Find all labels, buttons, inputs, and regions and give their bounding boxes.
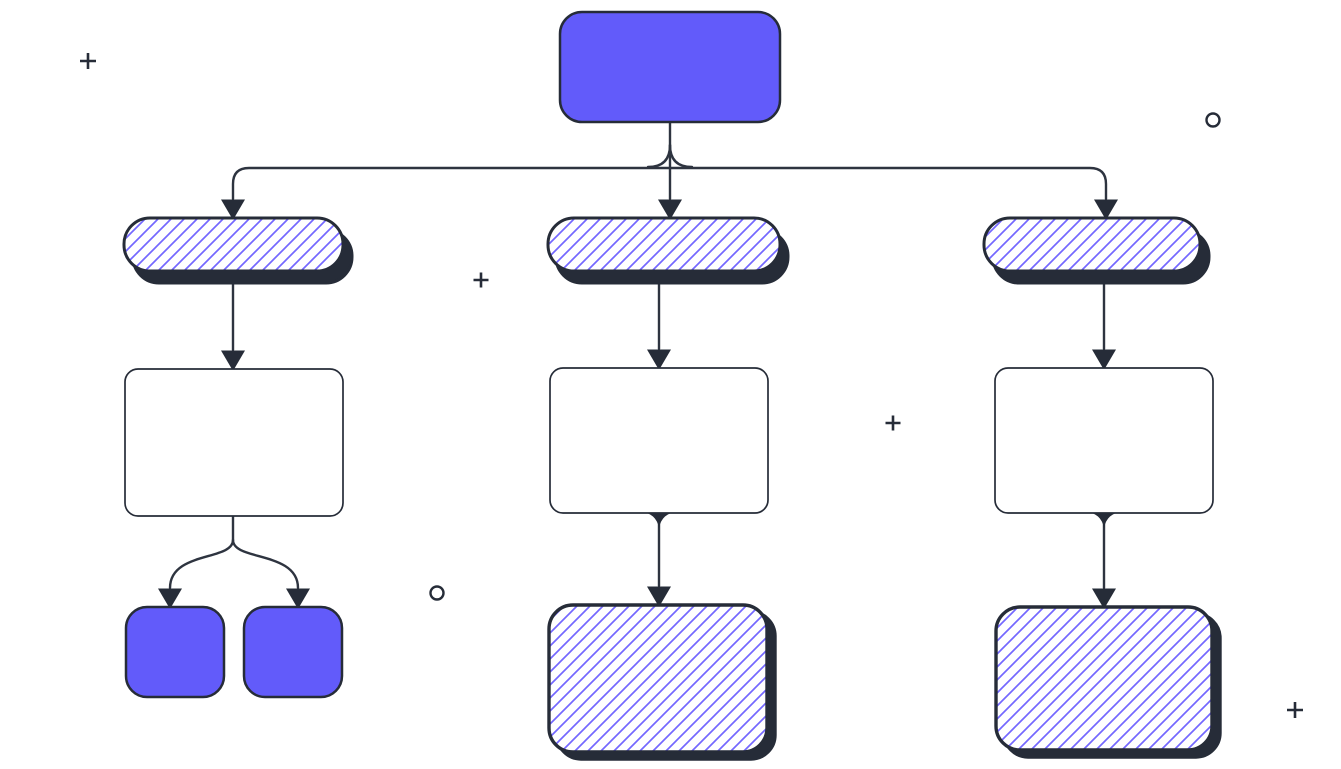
- leaf-square-a-body[interactable]: [124, 605, 226, 699]
- circle-icon: [1205, 112, 1221, 128]
- arrowhead-icon: [1092, 349, 1116, 370]
- stage-pill-right-body[interactable]: [982, 216, 1202, 273]
- stage-pill-center[interactable]: [546, 216, 790, 285]
- stage-pill-right[interactable]: [982, 216, 1211, 285]
- detail-box-center-body[interactable]: [549, 367, 769, 514]
- result-box-center[interactable]: [547, 603, 777, 761]
- detail-box-right-body[interactable]: [994, 367, 1214, 514]
- arrowhead-icon: [647, 349, 671, 370]
- detail-box-left-body[interactable]: [124, 368, 344, 517]
- edge-left-branch-b: [231, 538, 310, 609]
- arrowhead-icon: [647, 586, 671, 607]
- plus-icon: [473, 272, 489, 288]
- nodes-layer: [122, 10, 1222, 761]
- edge-left-branch-b-line: [231, 538, 300, 590]
- edge-trumpet-joint: [641, 512, 677, 528]
- root-node[interactable]: [558, 10, 782, 124]
- circle-icon: [429, 585, 445, 601]
- detail-box-center[interactable]: [549, 367, 769, 514]
- edge-left-branch-a: [158, 538, 235, 609]
- edge-trumpet-joint: [1086, 512, 1122, 528]
- edge-pill-left-box: [221, 282, 245, 371]
- result-box-right[interactable]: [994, 605, 1222, 759]
- decorations-layer: [80, 53, 1303, 718]
- root-node-body[interactable]: [558, 10, 782, 124]
- stage-pill-left[interactable]: [122, 216, 354, 285]
- arrowhead-icon: [221, 199, 245, 220]
- edges-layer: [158, 120, 1122, 609]
- stage-pill-left-body[interactable]: [122, 216, 345, 273]
- edge-right-result: [1086, 511, 1122, 609]
- trunk-rail: [221, 166, 1118, 220]
- leaf-square-a[interactable]: [124, 605, 226, 699]
- arrowhead-icon: [1094, 199, 1118, 220]
- arrowhead-icon: [158, 588, 182, 609]
- plus-icon: [1287, 702, 1303, 718]
- trunk-rail-line: [231, 166, 1108, 201]
- trunk-fillet-left: [646, 143, 672, 169]
- detail-box-left[interactable]: [124, 368, 344, 517]
- edge-center-result: [641, 511, 677, 607]
- trunk-fillet-left-line: [646, 143, 672, 169]
- edge-pill-right-box: [1092, 282, 1116, 370]
- stage-pill-center-body[interactable]: [546, 216, 782, 273]
- detail-box-right[interactable]: [994, 367, 1214, 514]
- leaf-square-b[interactable]: [242, 605, 344, 699]
- arrowhead-icon: [221, 350, 245, 371]
- arrowhead-icon: [286, 588, 310, 609]
- trunk-fillet-right-line: [668, 143, 694, 169]
- plus-icon: [80, 53, 96, 69]
- arrowhead-icon: [658, 199, 682, 220]
- plus-icon: [885, 415, 901, 431]
- edge-pill-center-box: [647, 282, 671, 370]
- result-box-right-body[interactable]: [994, 605, 1214, 752]
- trunk-stem: [658, 120, 682, 220]
- result-box-center-body[interactable]: [547, 603, 769, 754]
- arrowhead-icon: [1092, 588, 1116, 609]
- trunk-fillet-right: [668, 143, 694, 169]
- leaf-square-b-body[interactable]: [242, 605, 344, 699]
- edge-left-branch-a-line: [168, 538, 235, 590]
